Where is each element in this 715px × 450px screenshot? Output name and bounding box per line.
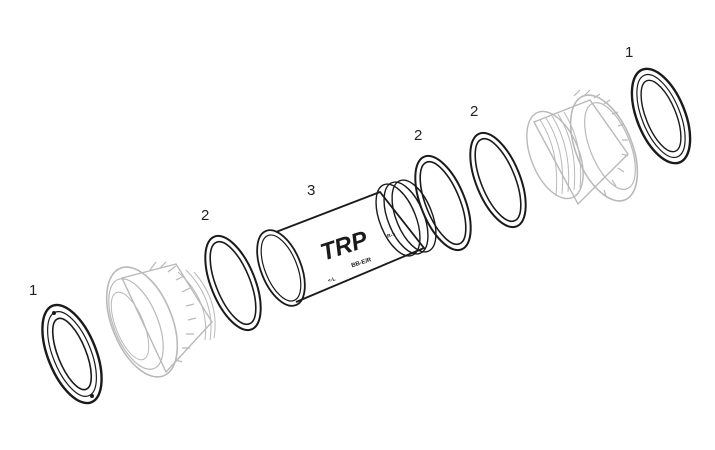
callout-left-lock-ring: 1	[29, 282, 38, 299]
callout-center-sleeve: 3	[307, 182, 316, 199]
center-sleeve-tube: TRP BB-E/R <-L R->	[256, 179, 437, 307]
right-spacer-ring	[469, 131, 527, 229]
callout-right-spacer-ring: 2	[470, 103, 479, 120]
left-spacer-ring	[204, 234, 262, 332]
logo-model: BB-E/R	[351, 257, 373, 269]
callout-middle-spacer-ring: 2	[414, 127, 423, 144]
logo-left-mark: <-L	[327, 276, 336, 284]
left-bearing-cup	[105, 261, 216, 378]
logo-right-mark: R->	[386, 232, 396, 240]
left-lock-ring	[41, 303, 103, 405]
callout-right-lock-ring: 1	[625, 44, 634, 61]
middle-spacer-ring	[414, 154, 472, 252]
right-lock-ring	[630, 67, 692, 165]
right-bearing-cup	[526, 89, 639, 206]
callout-left-spacer-ring: 2	[201, 207, 210, 224]
